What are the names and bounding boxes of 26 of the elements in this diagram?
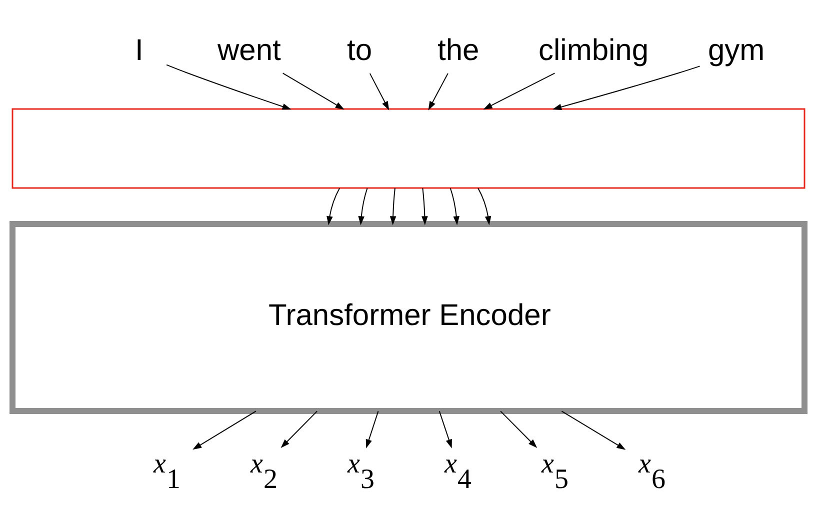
node-text: to — [347, 34, 372, 66]
node-text: I — [135, 34, 144, 66]
node-text: gym — [708, 34, 765, 66]
arrow — [428, 72, 448, 110]
arrow — [561, 410, 626, 450]
node-box — [12, 108, 806, 188]
arrow — [282, 72, 344, 110]
arrow — [280, 410, 318, 448]
arrow — [478, 187, 492, 225]
arrow — [366, 410, 379, 448]
arrow — [422, 187, 428, 225]
arrow — [500, 410, 538, 448]
arrow — [358, 187, 368, 225]
arrow — [166, 64, 292, 110]
node-text: went — [218, 34, 281, 66]
arrow — [326, 187, 340, 225]
arrow — [192, 410, 256, 450]
arrow — [390, 187, 396, 225]
arrow — [483, 72, 556, 110]
arrow — [438, 410, 452, 448]
arrow — [552, 65, 700, 110]
node-box: Transformer Encoder — [10, 220, 808, 414]
node-text: climbing — [538, 34, 649, 66]
arrow — [450, 187, 460, 225]
arrow — [369, 72, 390, 110]
node-text: the — [438, 34, 480, 66]
